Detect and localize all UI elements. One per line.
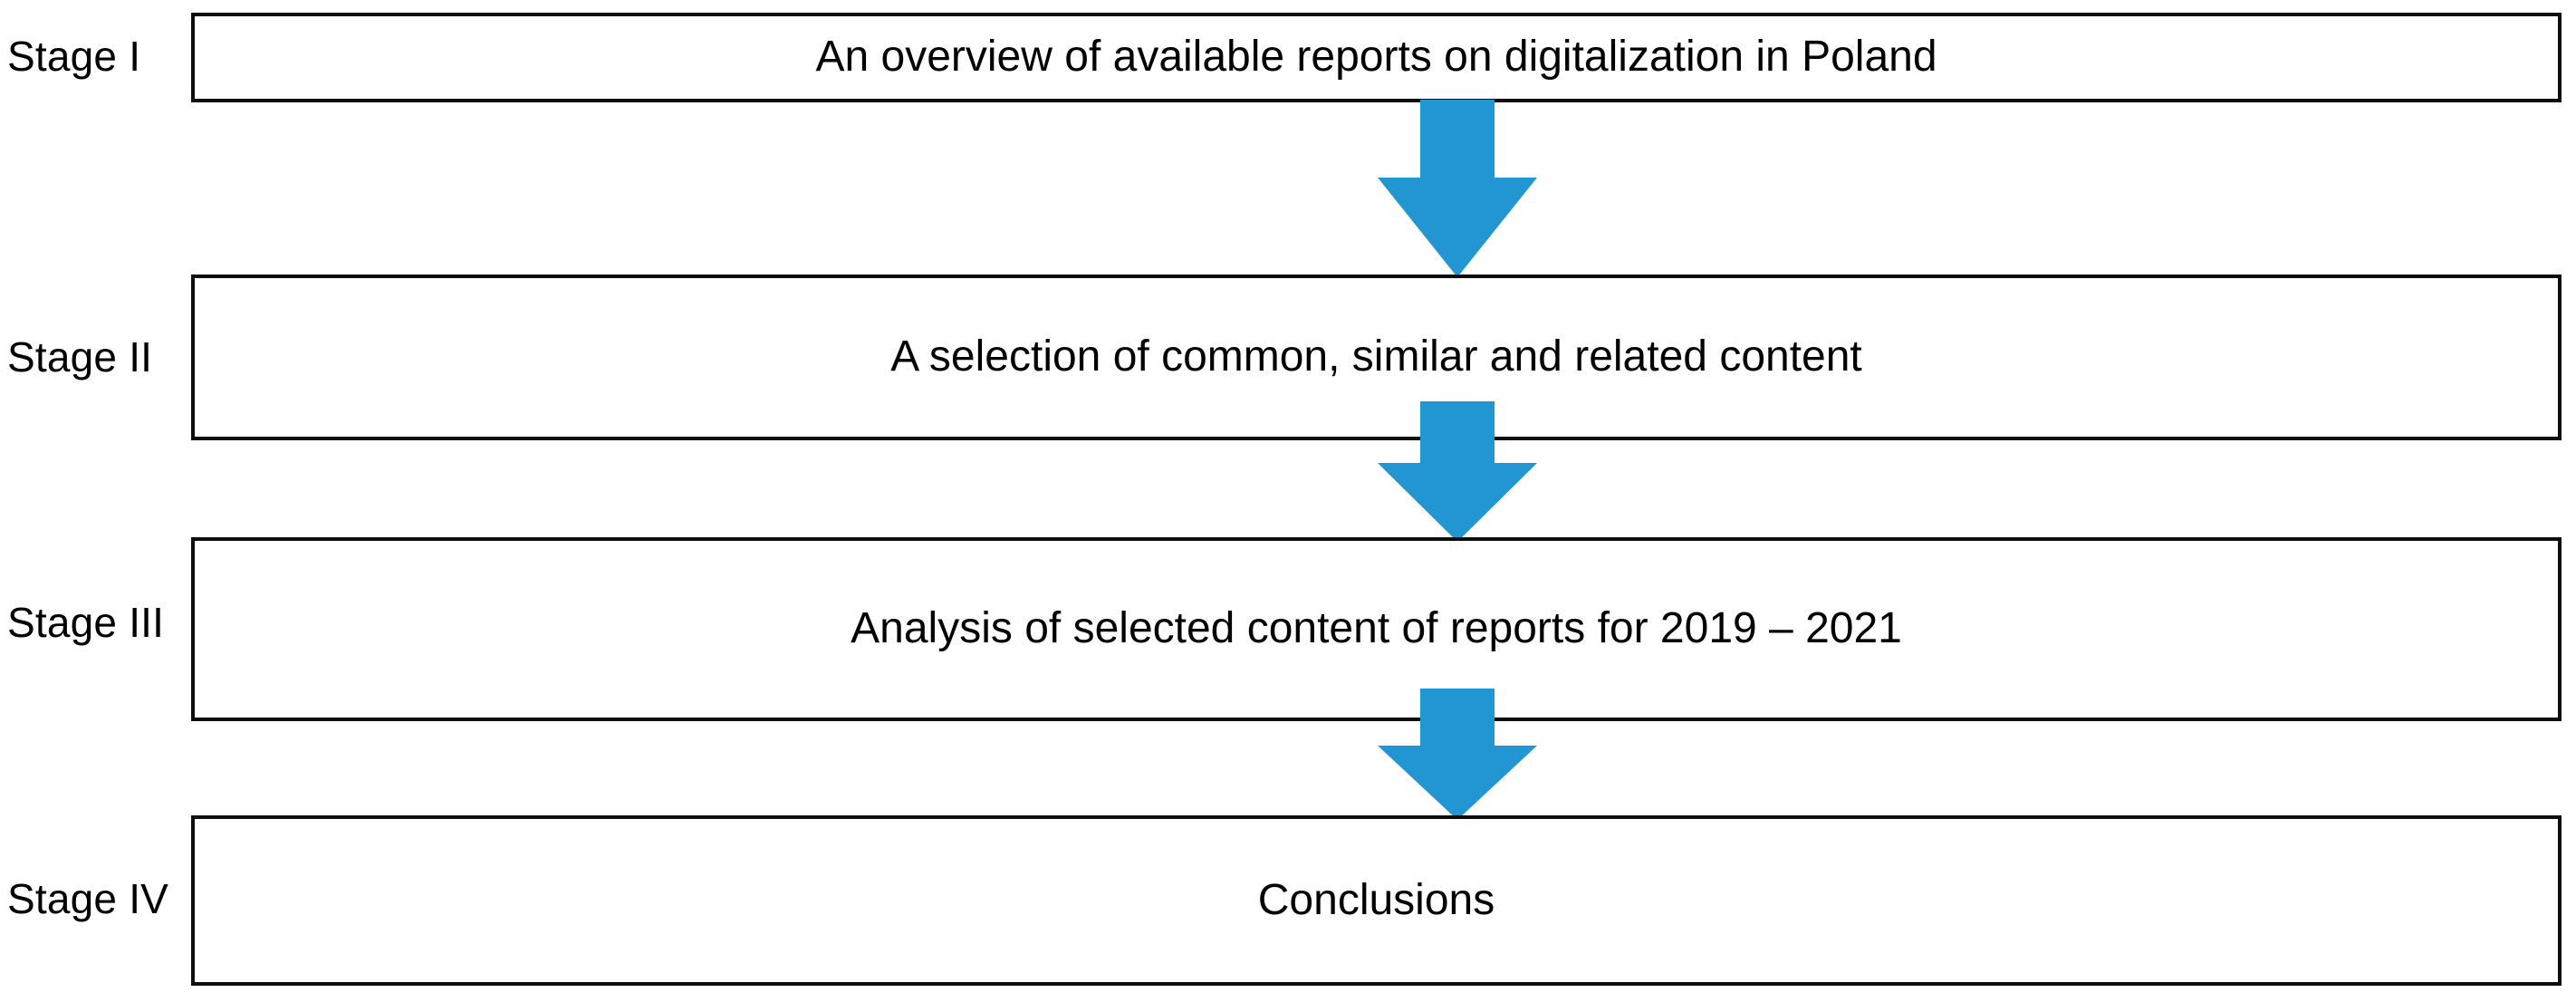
stage-box-1-text: An overview of available reports on digi… (815, 33, 1937, 82)
stage-box-2-text: A selection of common, similar and relat… (890, 332, 1862, 381)
stage-box-4: Conclusions (191, 815, 2562, 986)
arrow-stage2-to-stage3-icon (1378, 401, 1537, 542)
stage-box-4-text: Conclusions (1257, 875, 1495, 924)
stage-label-3: Stage III (7, 599, 165, 646)
stage-label-2: Stage II (7, 333, 153, 381)
stage-box-3: Analysis of selected content of reports … (191, 537, 2562, 721)
stage-box-2: A selection of common, similar and relat… (191, 275, 2562, 440)
stage-label-4: Stage IV (7, 875, 169, 922)
stage-label-1: Stage I (7, 33, 141, 80)
stage-box-3-text: Analysis of selected content of reports … (851, 604, 1902, 653)
stage-box-1: An overview of available reports on digi… (191, 13, 2562, 102)
arrow-stage1-to-stage2-icon (1378, 100, 1537, 277)
arrow-stage3-to-stage4-icon (1378, 689, 1537, 820)
